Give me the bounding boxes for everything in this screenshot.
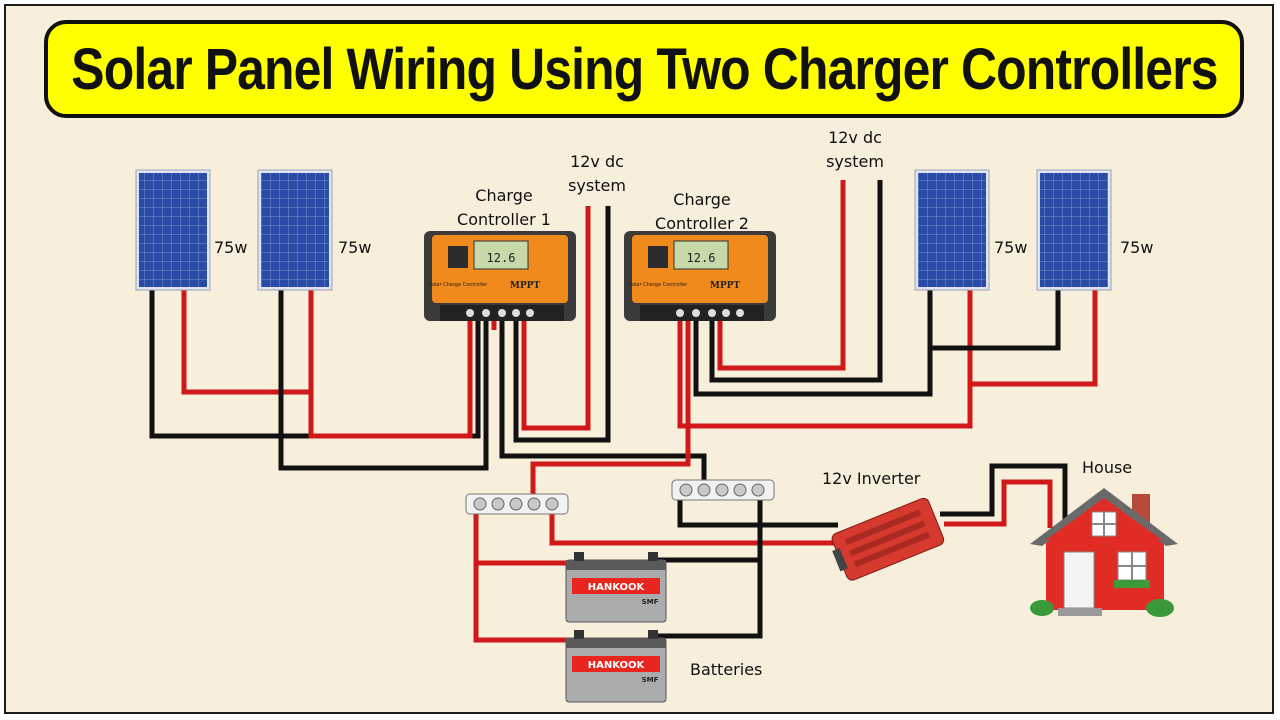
dc-system-1-line2: system (568, 176, 626, 195)
wire-inv-house-neg (940, 463, 1068, 528)
inverter-label: 12v Inverter (822, 469, 921, 488)
wire-panel4-neg (930, 288, 1061, 351)
cc2-display: 12.6 (687, 251, 716, 265)
cc1-display: 12.6 (487, 251, 516, 265)
wire-strip2-inv-neg (677, 495, 838, 528)
controller-1-label-line2: Controller 1 (457, 210, 551, 229)
batteries-label: Batteries (690, 660, 763, 679)
wire-panel2-neg (278, 288, 489, 471)
battery-2: HANKOOK SMF (565, 630, 667, 703)
wire-cc1-load-neg (513, 206, 611, 443)
title-banner: Solar Panel Wiring Using Two Charger Con… (44, 20, 1244, 118)
wire-panel3-neg (693, 288, 933, 397)
wire-strip1-batt-pos (473, 510, 585, 566)
solar-panel-4 (1036, 169, 1112, 291)
wire-strip1-pos-ext (549, 510, 840, 546)
wire-inv-house-pos (944, 479, 1053, 528)
terminal-strip-2 (671, 479, 775, 501)
battery-2-brand: HANKOOK (588, 660, 646, 671)
wire-panel4-pos (970, 288, 1098, 387)
controller-1-label-line1: Charge (475, 186, 533, 205)
wire-cc1-load-pos (521, 206, 591, 431)
wire-cc2-load-neg (709, 180, 883, 383)
dc-system-2-line1: 12v dc (828, 128, 882, 147)
battery-2-tag: SMF (642, 676, 659, 684)
panel-3-watt-label: 75w (994, 238, 1028, 257)
inverter (831, 497, 945, 581)
panel-4-watt-label: 75w (1120, 238, 1154, 257)
house-label: House (1082, 458, 1133, 477)
wire-panel3-pos (677, 288, 973, 429)
house (1030, 488, 1178, 617)
wire-strip1-batt-pos2 (473, 563, 585, 643)
charge-controller-1: 12.6 Solar Charge Controller MPPT (424, 231, 576, 321)
cc1-device-text: Solar Charge Controller (429, 282, 488, 288)
controller-2-label-line2: Controller 2 (655, 214, 749, 233)
battery-1: HANKOOK SMF (565, 552, 667, 623)
solar-panel-3 (914, 169, 990, 291)
wire-panel1-pos (181, 288, 311, 395)
dc-system-1-line1: 12v dc (570, 152, 624, 171)
controller-1-label: Charge Controller 1 (454, 184, 554, 232)
panel-1-watt-label: 75w (214, 238, 248, 257)
terminal-strip-1 (465, 493, 569, 515)
battery-1-brand: HANKOOK (588, 582, 646, 593)
charge-controller-2: 12.6 Solar Charge Controller MPPT (624, 231, 776, 321)
wire-panel2-pos (308, 288, 473, 439)
dc-system-2-label: 12v dc system (820, 126, 890, 174)
panel-2-watt-label: 75w (338, 238, 372, 257)
diagram-title: Solar Panel Wiring Using Two Charger Con… (70, 36, 1218, 102)
wire-strip2-neg (650, 495, 763, 639)
wire-cc1-batt-neg (499, 315, 707, 483)
cc1-brand: MPPT (510, 281, 540, 291)
battery-1-tag: SMF (642, 598, 659, 606)
dc-system-2-line2: system (826, 152, 884, 171)
controller-2-label: Charge Controller 2 (652, 188, 752, 236)
controller-2-label-line1: Charge (673, 190, 731, 209)
dc-system-1-label: 12v dc system (562, 150, 632, 198)
cc2-device-text: Solar Charge Controller (629, 282, 688, 288)
solar-panel-1 (135, 169, 211, 291)
wires (149, 180, 1098, 643)
solar-panel-2 (257, 169, 333, 291)
cc2-brand: MPPT (710, 281, 740, 291)
wire-cc2-load-pos (717, 180, 846, 371)
wire-strip-link-pos (530, 315, 691, 510)
